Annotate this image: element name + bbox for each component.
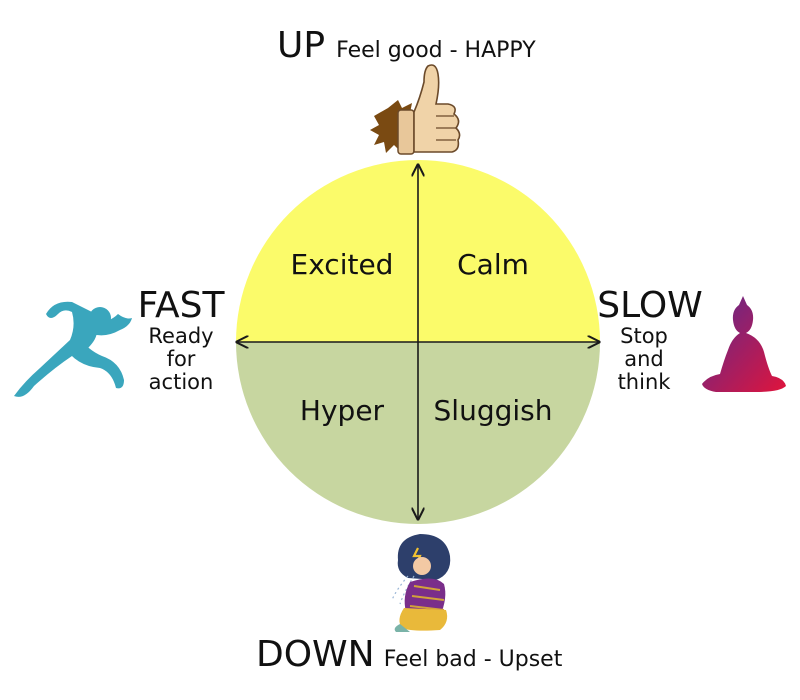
sad-person-icon [391,534,451,632]
down-label: DOWN Feel bad - Upset [256,637,562,673]
down-description: Feel bad - Upset [383,647,563,672]
quadrant-calm: Calm [457,248,529,281]
fast-line: action [148,370,214,394]
fast-line: Ready [148,324,214,348]
quadrant-sluggish: Sluggish [434,394,553,427]
down-title: DOWN [256,634,375,675]
bottom-half [236,342,600,524]
buddha-icon [702,296,786,392]
up-title: UP [277,25,326,66]
top-half [236,160,600,342]
fast-title: FAST [137,285,225,326]
fast-label: FAST Ready for action [128,288,234,394]
fast-line: for [166,347,196,371]
slow-title: SLOW [597,285,703,326]
up-label: UP Feel good - HAPPY [277,28,536,64]
slow-line: think [617,370,671,394]
runner-icon [14,301,132,397]
slow-line: Stop [620,324,668,348]
quadrant-hyper: Hyper [300,394,385,427]
mood-circle [236,160,600,524]
slow-line: and [624,347,664,371]
thumbs-up-icon [370,64,461,155]
slow-label: SLOW Stop and think [594,288,706,394]
quadrant-excited: Excited [291,248,394,281]
up-description: Feel good - HAPPY [336,38,536,63]
